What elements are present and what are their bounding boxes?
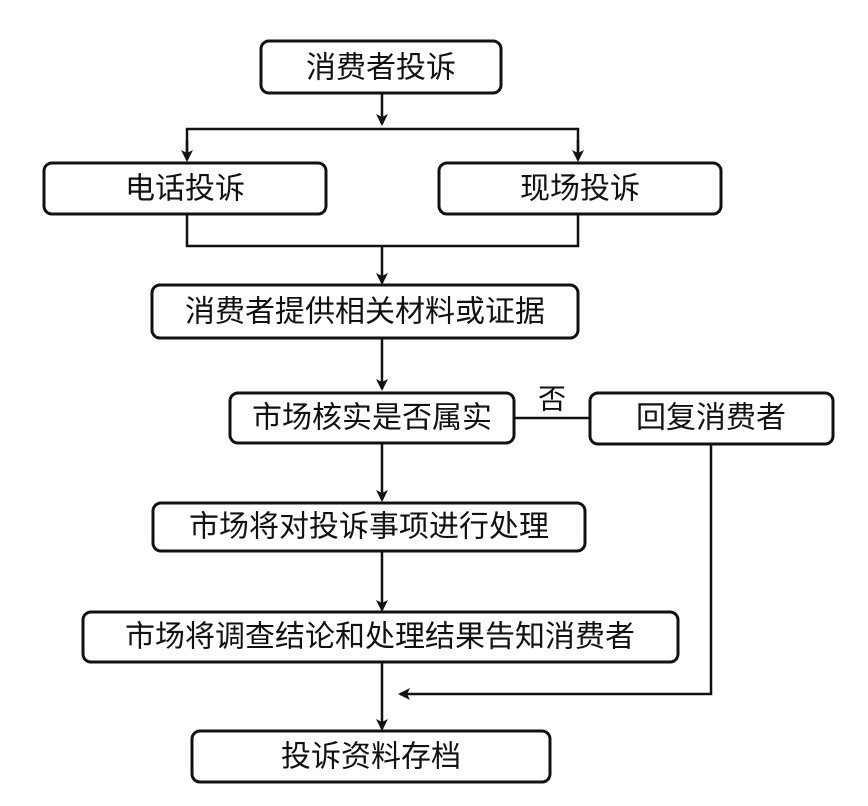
node-archive: 投诉资料存档 (190, 729, 552, 784)
node-reply-consumer: 回复消费者 (588, 391, 835, 446)
node-verify-fact: 市场核实是否属实 (228, 391, 516, 445)
edge-label-no: 否 (538, 383, 566, 416)
connectors (181, 93, 713, 731)
node-provide-evidence-label: 消费者提供相关材料或证据 (185, 295, 545, 330)
node-onsite-complaint-label: 现场投诉 (520, 172, 640, 207)
node-handle-complaint-label: 市场将对投诉事项进行处理 (189, 510, 549, 545)
node-archive-label: 投诉资料存档 (281, 740, 461, 775)
node-notify-consumer-label: 市场将调查结论和处理结果告知消费者 (125, 620, 635, 655)
node-notify-consumer: 市场将调查结论和处理结果告知消费者 (81, 610, 680, 664)
node-consumer-complaint: 消费者投诉 (259, 39, 503, 95)
node-phone-complaint: 电话投诉 (42, 161, 328, 216)
node-reply-consumer-label: 回复消费者 (636, 401, 786, 436)
node-handle-complaint: 市场将对投诉事项进行处理 (151, 501, 587, 553)
connector-reply-to-archive (398, 444, 713, 700)
node-phone-complaint-label: 电话投诉 (125, 172, 245, 207)
node-verify-fact-label: 市场核实是否属实 (252, 401, 492, 436)
node-onsite-complaint: 现场投诉 (437, 161, 723, 216)
connector-branch-merge (185, 214, 580, 248)
node-consumer-complaint-label: 消费者投诉 (306, 51, 456, 86)
node-provide-evidence: 消费者提供相关材料或证据 (150, 283, 580, 340)
connector-branch-split (185, 127, 580, 155)
